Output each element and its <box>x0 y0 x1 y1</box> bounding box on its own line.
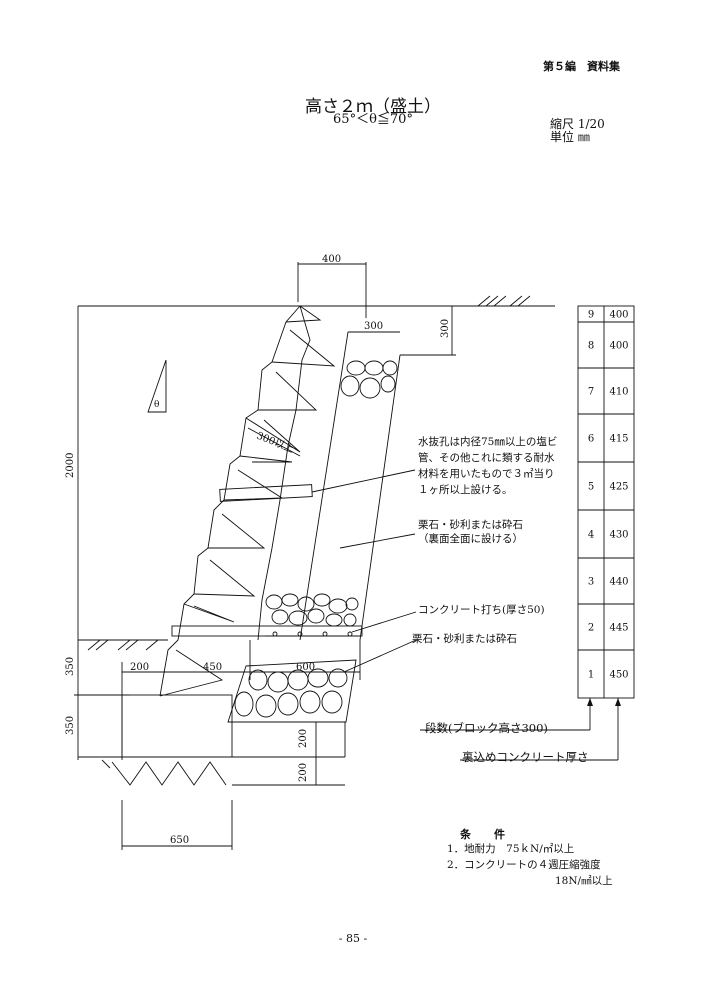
concrete-note: コンクリート打ち(厚さ50) <box>418 603 545 616</box>
table-value-5: 425 <box>609 482 628 493</box>
dim-200-toe: 200 <box>130 662 149 673</box>
page-title: 高さ２ｍ（盛土） <box>305 97 441 117</box>
dim-350-upper: 350 <box>65 657 76 676</box>
conditions-title: 条 件 <box>460 828 511 841</box>
table-stage-3: 3 <box>588 577 594 588</box>
backfill-back <box>359 354 401 641</box>
drain-spacing: 300以上 <box>255 430 296 456</box>
table-stage-4: 4 <box>588 530 594 541</box>
table-stage-2: 2 <box>588 623 594 634</box>
base-gravel-outline <box>227 659 357 723</box>
condition-2-value: 18N/㎟以上 <box>555 875 613 887</box>
scale-info: 縮尺 1/20 単位 ㎜ <box>550 118 605 144</box>
backfill-front <box>299 331 349 641</box>
drain-note-2: 管、その他これに類する耐水 <box>418 451 555 464</box>
leader-drain <box>311 469 416 493</box>
dim-450: 450 <box>203 662 222 673</box>
concrete-footing <box>121 694 233 758</box>
table-value-9: 400 <box>609 310 628 321</box>
block-face <box>159 305 301 697</box>
chapter-header: 第５編 資料集 <box>543 60 620 73</box>
label-stage: 段数(ブロック高さ300) <box>425 721 548 735</box>
drain-note-3: 材料を用いたもので３㎡当り <box>418 467 555 480</box>
scale-unit: 単位 ㎜ <box>550 130 590 144</box>
drain-note-4: １ヶ所以上設ける。 <box>418 483 513 496</box>
gravel-top <box>340 360 398 399</box>
table-stage-1: 1 <box>588 670 594 681</box>
angle-triangle <box>147 359 167 413</box>
leader-backfill <box>339 533 416 549</box>
dim-400: 400 <box>322 254 341 265</box>
table-value-4: 430 <box>609 530 628 541</box>
table-value-1: 450 <box>609 670 628 681</box>
gravel-mid <box>265 593 359 627</box>
dim-650: 650 <box>170 835 189 846</box>
dim-600: 600 <box>296 662 315 673</box>
table-value-3: 440 <box>609 577 628 588</box>
table-value-6: 415 <box>609 434 628 445</box>
condition-2: 2．コンクリートの４週圧縮強度 <box>447 859 601 871</box>
ground-hatch-top <box>477 295 531 307</box>
table-stage-5: 5 <box>588 482 594 493</box>
concrete-slab <box>171 625 363 637</box>
stage-table: 9 400 8 400 7 410 6 415 5 425 4 430 3 440 2 445 1 450 <box>577 305 635 699</box>
slab-holes <box>272 631 353 637</box>
gravel-base <box>234 668 348 718</box>
dim-300-width: 300 <box>364 321 383 332</box>
label-thickness: 裏込めコンクリート厚さ <box>462 750 589 764</box>
leader-concrete <box>351 611 417 633</box>
condition-1: 1．地耐力 75ｋN/㎡以上 <box>447 843 575 855</box>
table-value-7: 410 <box>609 387 628 398</box>
scale-ratio: 縮尺 1/20 <box>550 117 605 131</box>
annotation-texts: 水抜孔は内径75㎜以上の塩ビ 管、その他これに類する耐水 材料を用いたもので３㎡… <box>412 435 557 645</box>
dim-200-concrete: 200 <box>298 729 309 748</box>
dim-350-lower: 350 <box>65 716 76 735</box>
drain-pipe <box>219 484 313 502</box>
drain-note-1: 水抜孔は内径75㎜以上の塩ビ <box>418 435 557 448</box>
ground-hatch-bottom <box>87 639 159 651</box>
block-triangles <box>159 305 336 697</box>
backfill-note-1: 栗石・砂利または砕石 <box>418 518 523 531</box>
base-hatch <box>101 759 227 786</box>
base-gravel-note: 栗石・砂利または砕石 <box>412 632 517 645</box>
dim-200-gravel: 200 <box>298 763 309 782</box>
angle-condition: 65°＜θ≦70° <box>333 112 413 127</box>
table-value-2: 445 <box>609 623 628 634</box>
page-number: - 85 - <box>338 932 368 945</box>
dim-2000: 2000 <box>65 453 76 478</box>
angle-theta: θ <box>154 400 159 410</box>
table-stage-8: 8 <box>588 341 594 352</box>
table-stage-7: 7 <box>588 387 594 398</box>
dim-300-height: 300 <box>440 319 451 338</box>
leader-base-gravel <box>343 639 417 673</box>
block-back <box>257 305 311 641</box>
table-value-8: 400 <box>609 341 628 352</box>
table-stage-9: 9 <box>588 310 594 321</box>
backfill-note-2: （裏面全面に設ける） <box>418 532 523 545</box>
table-stage-6: 6 <box>588 434 594 445</box>
